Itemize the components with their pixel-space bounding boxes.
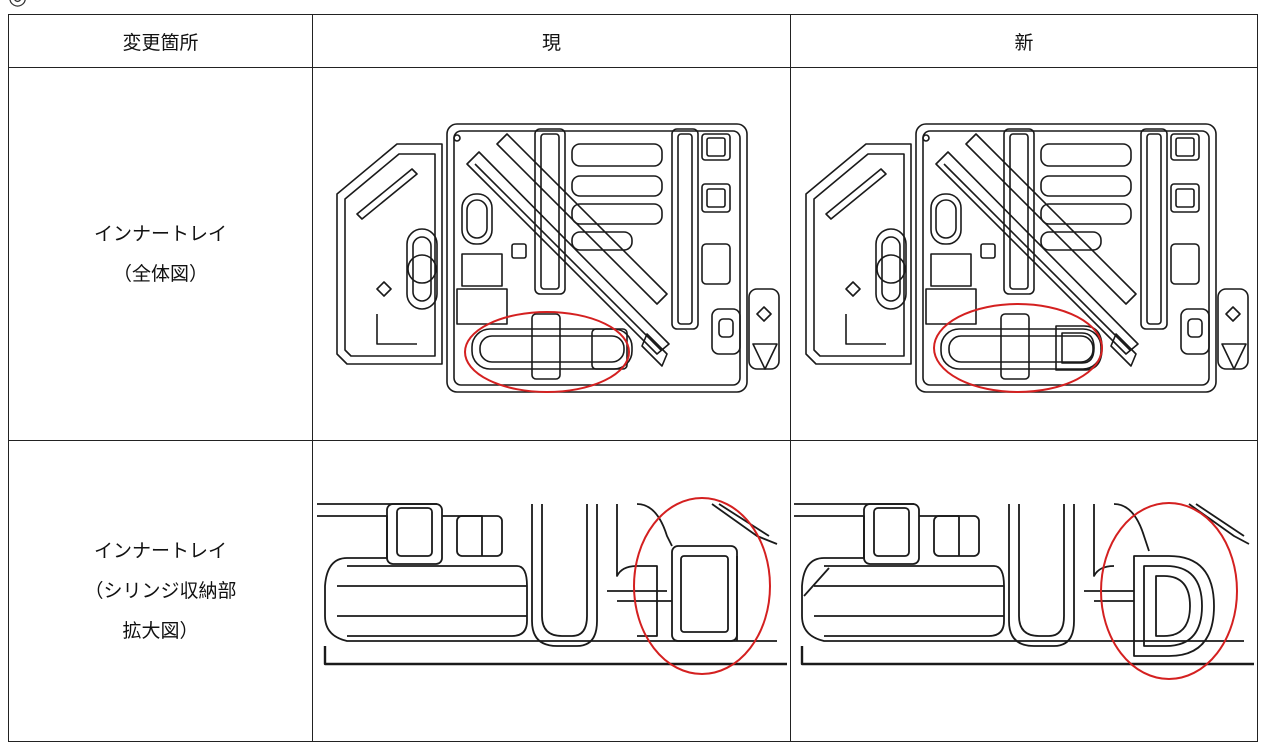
- row-closeup-label-line-1: インナートレイ: [93, 540, 227, 562]
- current-overview-cell: [312, 67, 791, 441]
- header-current: 現: [312, 14, 791, 68]
- row-closeup-label-line-3: 拡大図）: [122, 620, 199, 642]
- cut-off-heading: ◎ ─ ─ ─ ─ ─ ─ ─ ─ ─ ─ ─ ─ ─ ─ ─ ─ ─ ─ ─ …: [0, 0, 1264, 10]
- highlight-ellipse-icon: [1100, 502, 1238, 680]
- current-closeup-cell: [312, 440, 791, 742]
- tray-overview-current-icon: [335, 123, 780, 393]
- row-overview-label: インナートレイ （全体図）: [8, 67, 313, 441]
- highlight-ellipse-icon: [933, 303, 1103, 393]
- row-closeup-label-line-2: （シリンジ収納部: [84, 580, 237, 602]
- row-closeup-label: インナートレイ （シリンジ収納部 拡大図）: [8, 440, 313, 742]
- highlight-ellipse-icon: [632, 497, 771, 675]
- row-overview: インナートレイ （全体図）: [8, 67, 1258, 441]
- cut-off-heading-text: ◎ ─ ─ ─ ─ ─ ─ ─ ─ ─ ─ ─ ─ ─ ─ ─ ─ ─ ─ ─ …: [8, 0, 562, 10]
- syringe-compartment-current-icon: [316, 497, 787, 675]
- row-closeup: インナートレイ （シリンジ収納部 拡大図）: [8, 440, 1258, 742]
- header-row: 変更箇所 現 新: [8, 14, 1258, 68]
- new-closeup-cell: [790, 440, 1258, 742]
- header-new: 新: [790, 14, 1258, 68]
- header-location: 変更箇所: [8, 14, 313, 68]
- highlight-ellipse-icon: [463, 311, 630, 393]
- tray-overview-new-icon: [805, 123, 1249, 393]
- row-overview-label-line-1: インナートレイ: [93, 223, 227, 245]
- new-overview-cell: [790, 67, 1258, 441]
- comparison-table: 変更箇所 現 新 インナートレイ （全体図）: [8, 14, 1258, 742]
- syringe-compartment-new-icon: [794, 502, 1254, 680]
- row-overview-label-line-2: （全体図）: [112, 263, 208, 285]
